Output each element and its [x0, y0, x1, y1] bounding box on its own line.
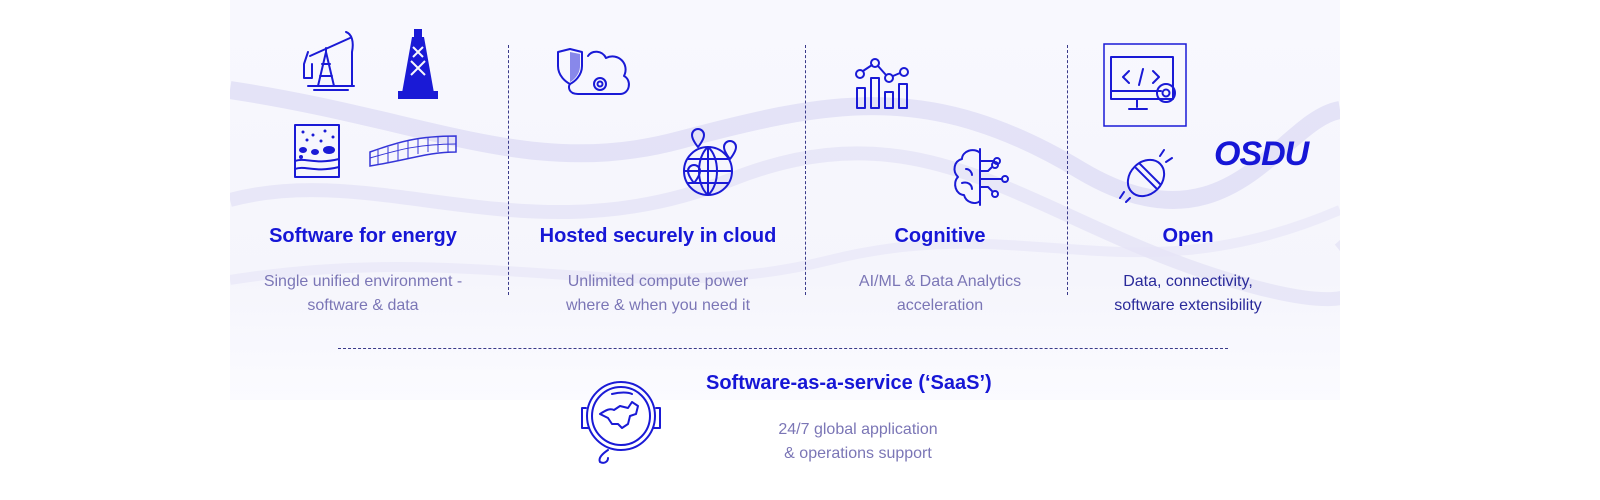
desc-line: 24/7 global application [778, 421, 938, 438]
desc-line: & operations support [784, 445, 932, 462]
column-title-cognitive: Cognitive [894, 225, 986, 247]
desc-line: AI/ML & Data Analytics [858, 273, 1022, 290]
globe-headset-icon [581, 381, 661, 464]
desc-line: Unlimited compute power [567, 273, 749, 290]
column-desc-cognitive: AI/ML & Data Analytics acceleration [790, 270, 1090, 318]
column-title-software-for-energy: Software for energy [269, 225, 457, 247]
shield-cloud-gear-icon [557, 48, 630, 95]
desc-line: Single unified environment - [263, 273, 463, 290]
bar-line-chart-icon [855, 58, 909, 109]
section-divider [338, 348, 1228, 349]
column-title-open: Open [1162, 225, 1214, 247]
desc-line: software & data [307, 297, 419, 314]
desc-line: acceleration [896, 297, 984, 314]
monitor-code-gear-icon [1103, 43, 1187, 127]
column-title-hosted-cloud: Hosted securely in cloud [539, 225, 777, 247]
column-desc-software-for-energy: Single unified environment - software & d… [213, 270, 513, 318]
column-divider [805, 45, 806, 295]
pumpjack-icon [303, 31, 355, 91]
column-divider [1067, 45, 1068, 295]
desc-line: Data, connectivity, [1123, 273, 1253, 290]
plug-icon [1119, 149, 1173, 203]
saas-desc: 24/7 global application & operations supp… [740, 418, 976, 466]
globe-location-pins-icon [683, 128, 737, 196]
wave-background [230, 81, 1340, 307]
column-divider [508, 45, 509, 295]
reservoir-grid-icon [369, 135, 457, 167]
saas-title: Software-as-a-service (‘SaaS’) [706, 372, 992, 394]
brain-circuit-icon [953, 148, 1009, 206]
rock-strata-icon [294, 124, 340, 178]
column-desc-hosted-cloud: Unlimited compute power where & when you … [508, 270, 808, 318]
drilling-rig-icon [398, 29, 438, 99]
osdu-logo: OSDU [1214, 135, 1309, 173]
desc-line: software extensibility [1114, 297, 1262, 314]
desc-line: where & when you need it [565, 297, 751, 314]
column-desc-open: Data, connectivity, software extensibilit… [1038, 270, 1338, 318]
